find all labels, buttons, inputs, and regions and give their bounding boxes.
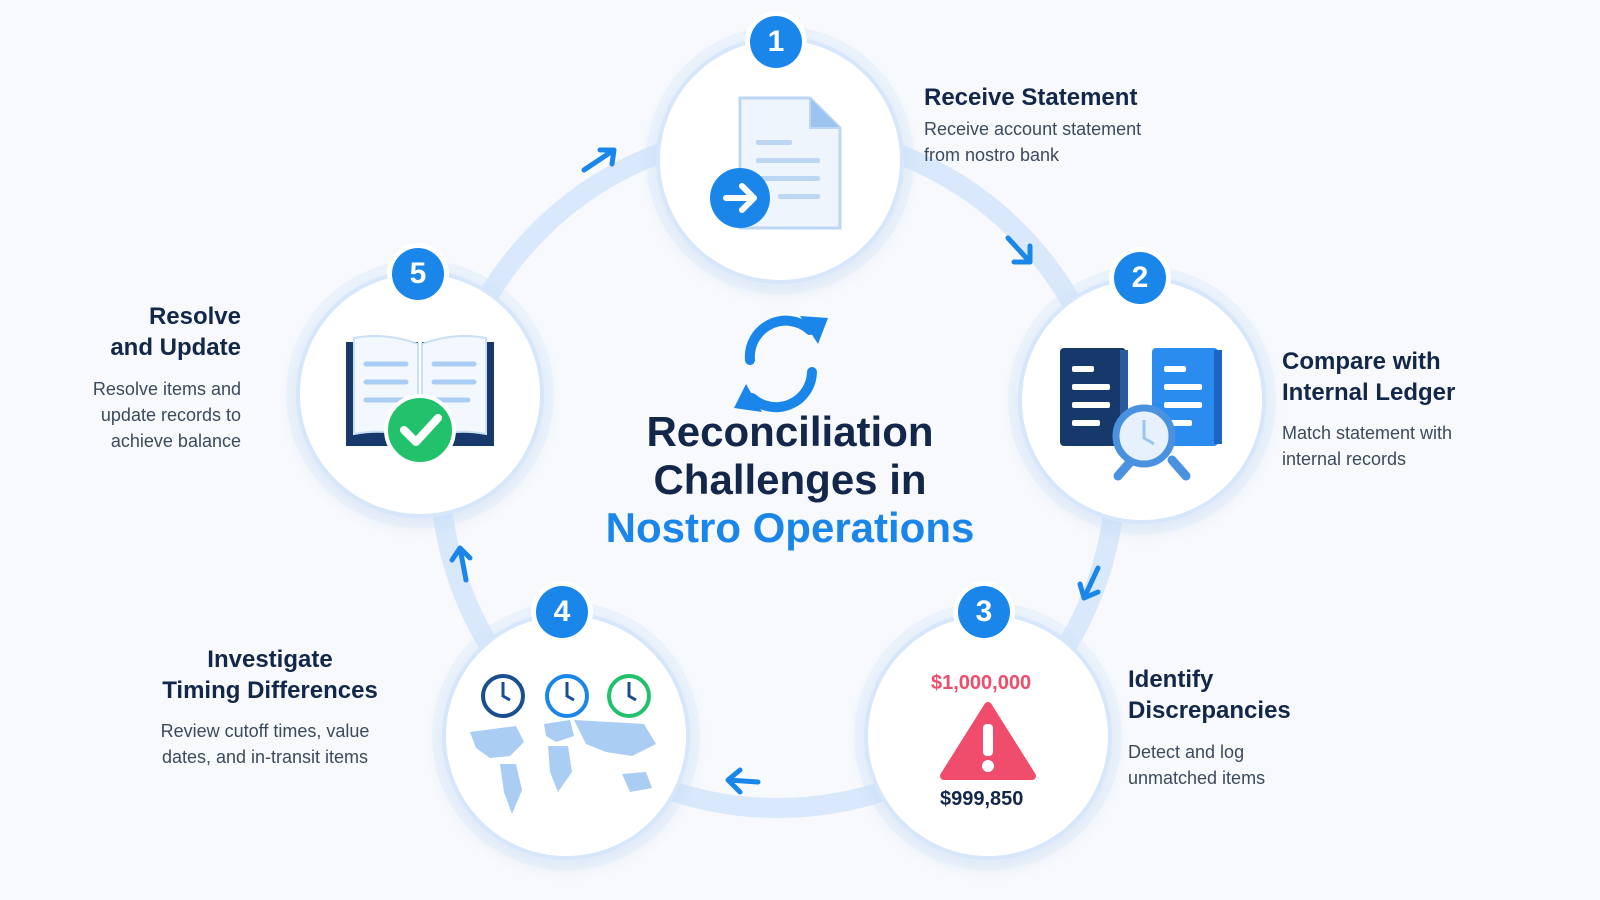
- step-3-description: Detect and log unmatched items: [1128, 742, 1266, 788]
- step-3-title: Identify Discrepancies: [1128, 666, 1291, 724]
- sync-arrowhead-icon: [800, 316, 828, 344]
- step-5-title: Resolve and Update: [110, 303, 241, 361]
- diagram-title: Reconciliation Challenges in Nostro Oper…: [560, 408, 1020, 552]
- step-3-node: $1,000,000 $999,850: [864, 612, 1112, 860]
- ledger-compare-icon: [1060, 348, 1222, 481]
- title-line-3: Nostro Operations: [605, 504, 975, 551]
- cycle-arrow-icon: [1005, 235, 1033, 265]
- step-4-node: [442, 612, 690, 860]
- step-5-badge: 5: [392, 248, 444, 300]
- step-4-badge: 4: [536, 586, 588, 638]
- title-line-2: Challenges in: [653, 456, 927, 503]
- step-5-description: Resolve items and update records to achi…: [92, 379, 241, 451]
- sync-arrowhead-icon: [734, 384, 762, 412]
- step-1-title: Receive Statement: [924, 84, 1138, 111]
- step-1-node: [656, 36, 904, 284]
- step-2-node: [1018, 276, 1266, 524]
- document-arrow-icon: [710, 96, 842, 230]
- sync-icon: [744, 315, 817, 413]
- step-3-badge: 3: [958, 586, 1010, 638]
- step-2-badge: 2: [1114, 252, 1166, 304]
- step-5-node: [296, 270, 544, 518]
- cycle-arrow-icon: [725, 767, 761, 795]
- warning-icon: [940, 702, 1036, 780]
- cycle-arrow-icon: [1077, 565, 1101, 601]
- cycle-arrow-icon: [449, 545, 473, 583]
- step-2-title: Compare with Internal Ledger: [1282, 348, 1456, 406]
- statement-amount: $1,000,000: [931, 672, 1032, 694]
- step-1-badge: 1: [750, 16, 802, 68]
- book-check-icon: [346, 335, 494, 466]
- step-4-description: Review cutoff times, value dates, and in…: [160, 721, 370, 767]
- clocks-world-map-icon: [470, 674, 656, 814]
- step-4-title: Investigate Timing Differences: [162, 646, 378, 704]
- step-1-description: Receive account statement from nostro ba…: [924, 119, 1142, 165]
- cycle-arrow-icon: [581, 147, 617, 173]
- ledger-amount: $999,850: [940, 788, 1024, 810]
- step-2-description: Match statement with internal records: [1282, 423, 1453, 469]
- title-line-1: Reconciliation: [646, 408, 934, 455]
